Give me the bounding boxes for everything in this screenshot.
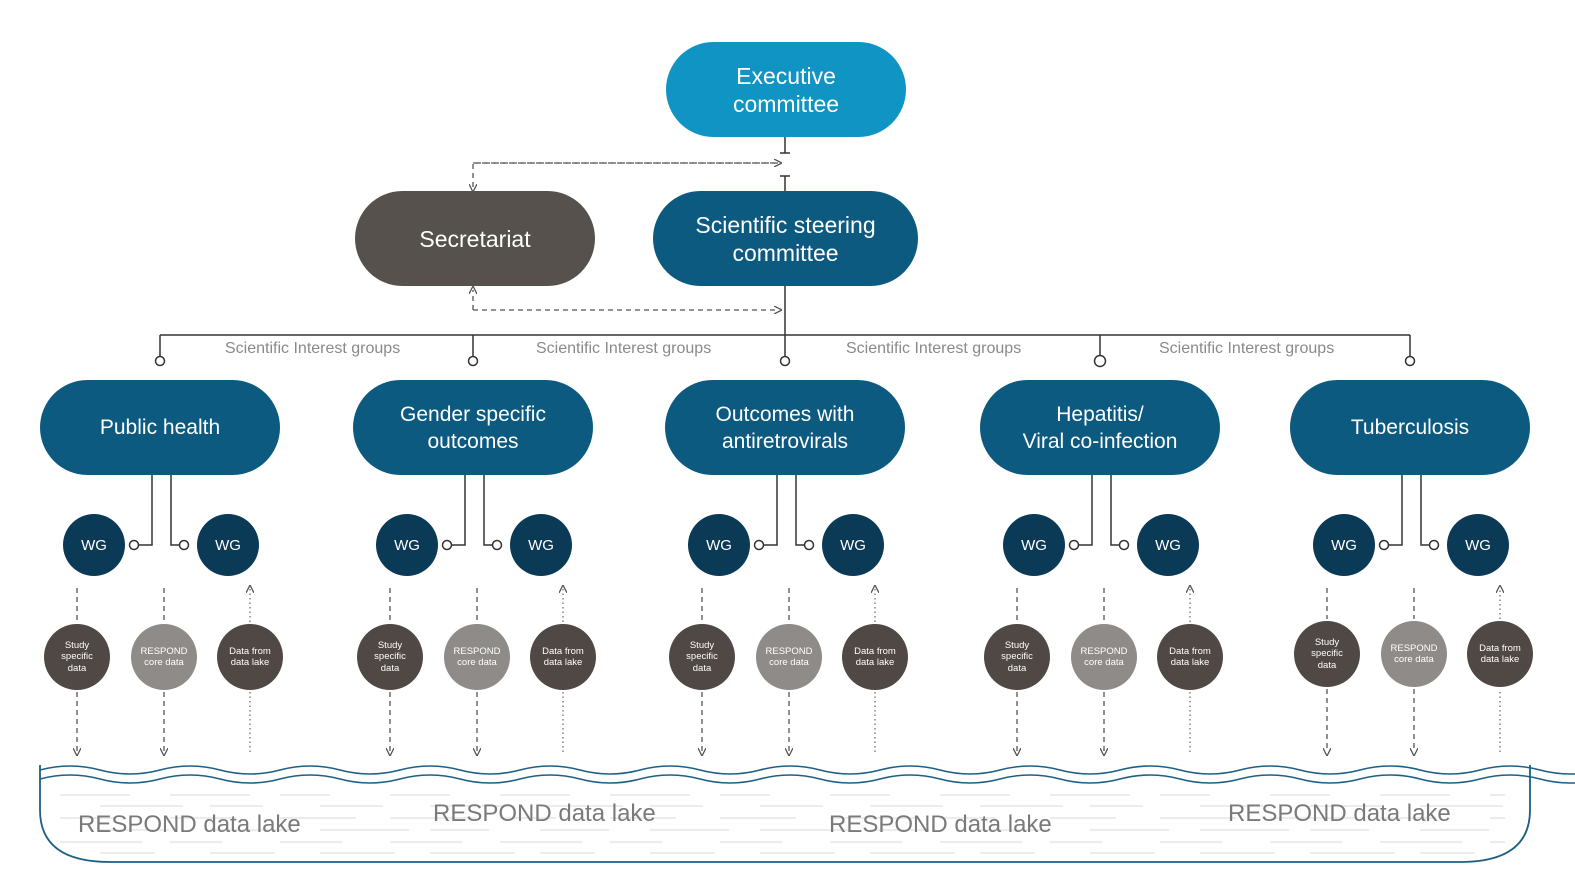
wg-node-hepatitis-viral-coinfection-left: WG bbox=[1003, 514, 1065, 576]
wg-node-hepatitis-viral-coinfection-right: WG bbox=[1137, 514, 1199, 576]
scientific-interest-groups-label: Scientific Interest groups bbox=[225, 340, 401, 357]
scientific-steering-committee-label: Scientific steering committee bbox=[695, 211, 876, 266]
wg-node-outcomes-with-antiretrovirals-left: WG bbox=[688, 514, 750, 576]
data-circle-lake-public-health: Data from data lake bbox=[217, 624, 283, 690]
sig-node-public-health: Public health bbox=[40, 380, 280, 475]
wg-node-gender-specific-outcomes-right: WG bbox=[510, 514, 572, 576]
sig-label-tuberculosis: Tuberculosis bbox=[1350, 416, 1470, 439]
wg-node-tuberculosis-left: WG bbox=[1313, 514, 1375, 576]
wg-node-public-health-left: WG bbox=[63, 514, 125, 576]
data-lake-label-2: RESPOND data lake bbox=[433, 800, 656, 827]
data-circle-core-public-health: RESPOND core data bbox=[131, 624, 197, 690]
data-circle-core-gender-specific-outcomes: RESPOND core data bbox=[444, 624, 510, 690]
secretariat-label: Secretariat bbox=[419, 225, 531, 252]
data-circle-study-outcomes-with-antiretrovirals: Study specific data bbox=[669, 624, 735, 690]
data-circle-study-public-health: Study specific data bbox=[44, 624, 110, 690]
data-lake-label-3: RESPOND data lake bbox=[829, 811, 1052, 838]
executive-committee-label: Executive committee bbox=[732, 62, 840, 117]
executive-committee-node: Executive committee bbox=[666, 42, 906, 137]
sig-label-gender-specific-outcomes: Gender specific outcomes bbox=[400, 402, 546, 453]
data-circle-study-hepatitis-viral-coinfection: Study specific data bbox=[984, 624, 1050, 690]
scientific-interest-groups-label: Scientific Interest groups bbox=[536, 340, 712, 357]
data-circle-core-hepatitis-viral-coinfection: RESPOND core data bbox=[1071, 624, 1137, 690]
secretariat-node: Secretariat bbox=[355, 191, 595, 286]
data-circle-lake-outcomes-with-antiretrovirals: Data from data lake bbox=[842, 624, 908, 690]
sig-node-gender-specific-outcomes: Gender specific outcomes bbox=[353, 380, 593, 475]
wg-node-outcomes-with-antiretrovirals-right: WG bbox=[822, 514, 884, 576]
data-lake-label-1: RESPOND data lake bbox=[78, 811, 301, 838]
data-circle-study-tuberculosis: Study specific data bbox=[1294, 621, 1360, 687]
sig-node-hepatitis-viral-coinfection: Hepatitis/ Viral co-infection bbox=[980, 380, 1220, 475]
sig-label-public-health: Public health bbox=[99, 416, 221, 439]
sig-node-outcomes-with-antiretrovirals: Outcomes with antiretrovirals bbox=[665, 380, 905, 475]
wg-node-tuberculosis-right: WG bbox=[1447, 514, 1509, 576]
data-lake-label-4: RESPOND data lake bbox=[1228, 800, 1451, 827]
sig-node-tuberculosis: Tuberculosis bbox=[1290, 380, 1530, 475]
sig-label-hepatitis-viral-coinfection: Hepatitis/ Viral co-infection bbox=[1022, 402, 1178, 453]
scientific-interest-groups-label: Scientific Interest groups bbox=[1159, 340, 1335, 357]
data-circle-lake-tuberculosis: Data from data lake bbox=[1467, 621, 1533, 687]
wg-node-gender-specific-outcomes-left: WG bbox=[376, 514, 438, 576]
sig-label-outcomes-with-antiretrovirals: Outcomes with antiretrovirals bbox=[715, 402, 855, 453]
data-circle-core-outcomes-with-antiretrovirals: RESPOND core data bbox=[756, 624, 822, 690]
scientific-steering-committee-node: Scientific steering committee bbox=[653, 191, 918, 286]
data-circle-lake-gender-specific-outcomes: Data from data lake bbox=[530, 624, 596, 690]
wg-node-public-health-right: WG bbox=[197, 514, 259, 576]
data-circle-study-gender-specific-outcomes: Study specific data bbox=[357, 624, 423, 690]
data-circle-lake-hepatitis-viral-coinfection: Data from data lake bbox=[1157, 624, 1223, 690]
scientific-interest-groups-label: Scientific Interest groups bbox=[846, 340, 1022, 357]
data-circle-core-tuberculosis: RESPOND core data bbox=[1381, 621, 1447, 687]
